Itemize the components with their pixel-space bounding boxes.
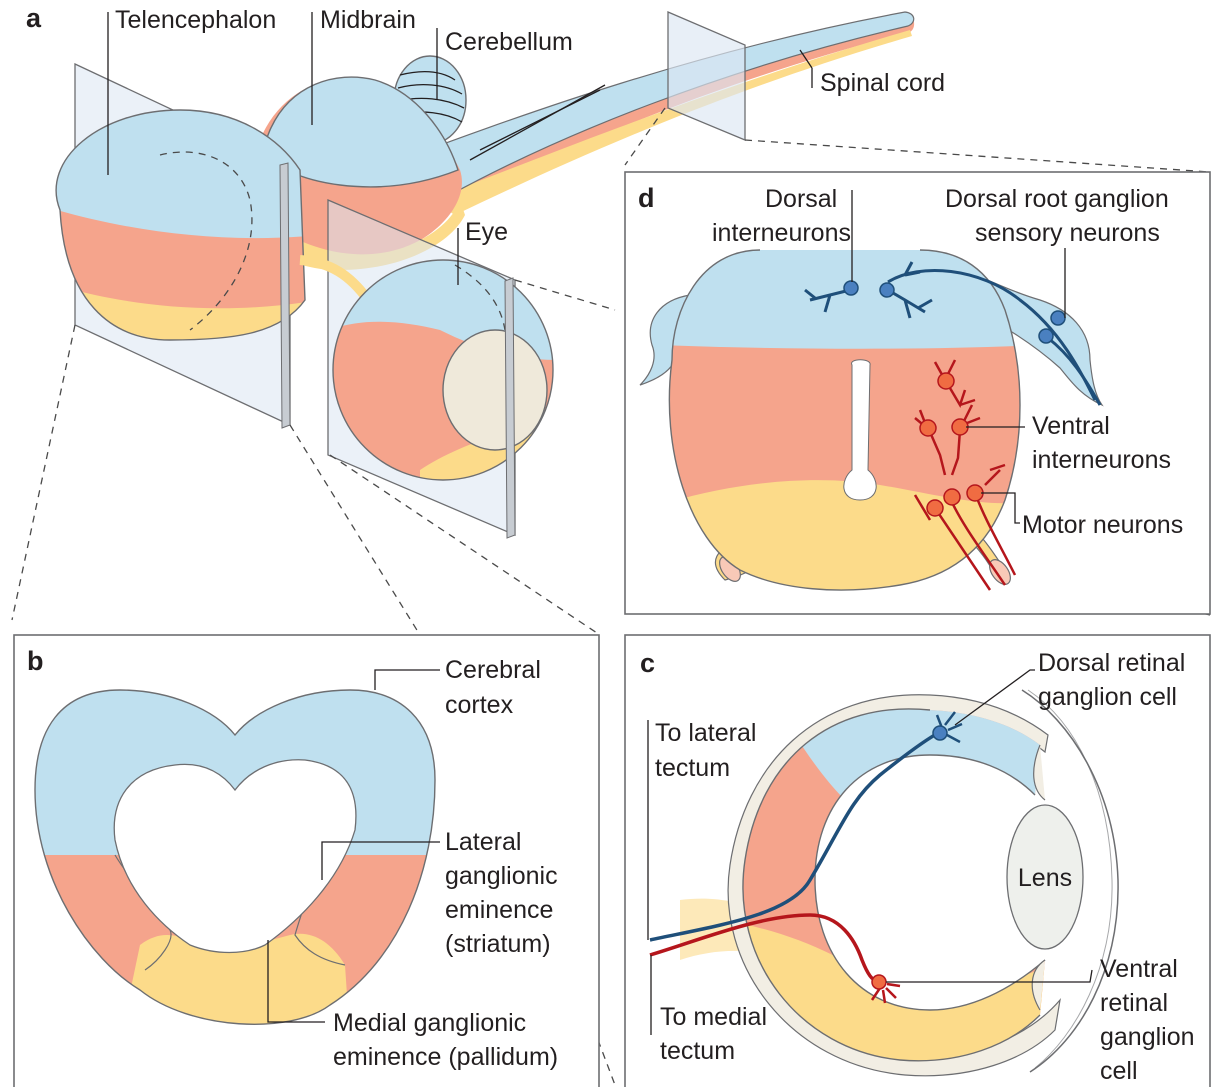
- label-dorsal-interneurons-2: interneurons: [712, 219, 851, 247]
- label-ventral-rgc-1: Ventral: [1100, 955, 1178, 983]
- label-dorsal-rgc-1: Dorsal retinal: [1038, 649, 1185, 677]
- panel-d-letter: d: [638, 183, 655, 213]
- label-telencephalon: Telencephalon: [115, 6, 276, 34]
- label-lateral-eminence-4: (striatum): [445, 930, 551, 958]
- label-cerebral-cortex-1: Cerebral: [445, 656, 541, 684]
- label-cerebral-cortex-2: cortex: [445, 691, 514, 719]
- label-lateral-eminence-3: eminence: [445, 896, 553, 924]
- label-spinal-cord: Spinal cord: [820, 69, 945, 97]
- label-motor-neurons: Motor neurons: [1022, 511, 1183, 539]
- label-eye: Eye: [465, 218, 508, 246]
- label-medial-eminence-1: Medial ganglionic: [333, 1009, 526, 1037]
- label-to-lateral-1: To lateral: [655, 719, 756, 747]
- label-ventral-rgc-2: retinal: [1100, 989, 1168, 1017]
- panel-c-letter: c: [640, 648, 655, 678]
- label-to-medial-2: tectum: [660, 1037, 735, 1065]
- label-ventral-rgc-4: cell: [1100, 1057, 1138, 1085]
- label-lateral-eminence-1: Lateral: [445, 828, 521, 856]
- label-cerebellum: Cerebellum: [445, 28, 573, 56]
- section-plane-spinal-cord: [668, 12, 745, 140]
- panel-c: c Lens Dorsal re: [625, 635, 1210, 1087]
- label-drg-1: Dorsal root ganglion: [945, 185, 1169, 213]
- label-ventral-rgc-3: ganglion: [1100, 1023, 1195, 1051]
- label-to-lateral-2: tectum: [655, 754, 730, 782]
- label-ventral-interneurons-2: interneurons: [1032, 446, 1171, 474]
- label-lateral-eminence-2: ganglionic: [445, 862, 558, 890]
- panel-a-letter: a: [26, 3, 42, 33]
- panel-d: d: [625, 172, 1210, 614]
- label-midbrain: Midbrain: [320, 6, 416, 34]
- label-drg-2: sensory neurons: [975, 219, 1160, 247]
- label-dorsal-interneurons-1: Dorsal: [765, 185, 837, 213]
- label-to-medial-1: To medial: [660, 1003, 767, 1031]
- panel-b-letter: b: [27, 646, 44, 676]
- label-ventral-interneurons-1: Ventral: [1032, 412, 1110, 440]
- panel-b: b Cerebral cortex Lateral ganglionic emi…: [14, 635, 599, 1087]
- label-medial-eminence-2: eminence (pallidum): [333, 1043, 558, 1071]
- label-lens: Lens: [1018, 864, 1072, 892]
- label-dorsal-rgc-2: ganglion cell: [1038, 683, 1177, 711]
